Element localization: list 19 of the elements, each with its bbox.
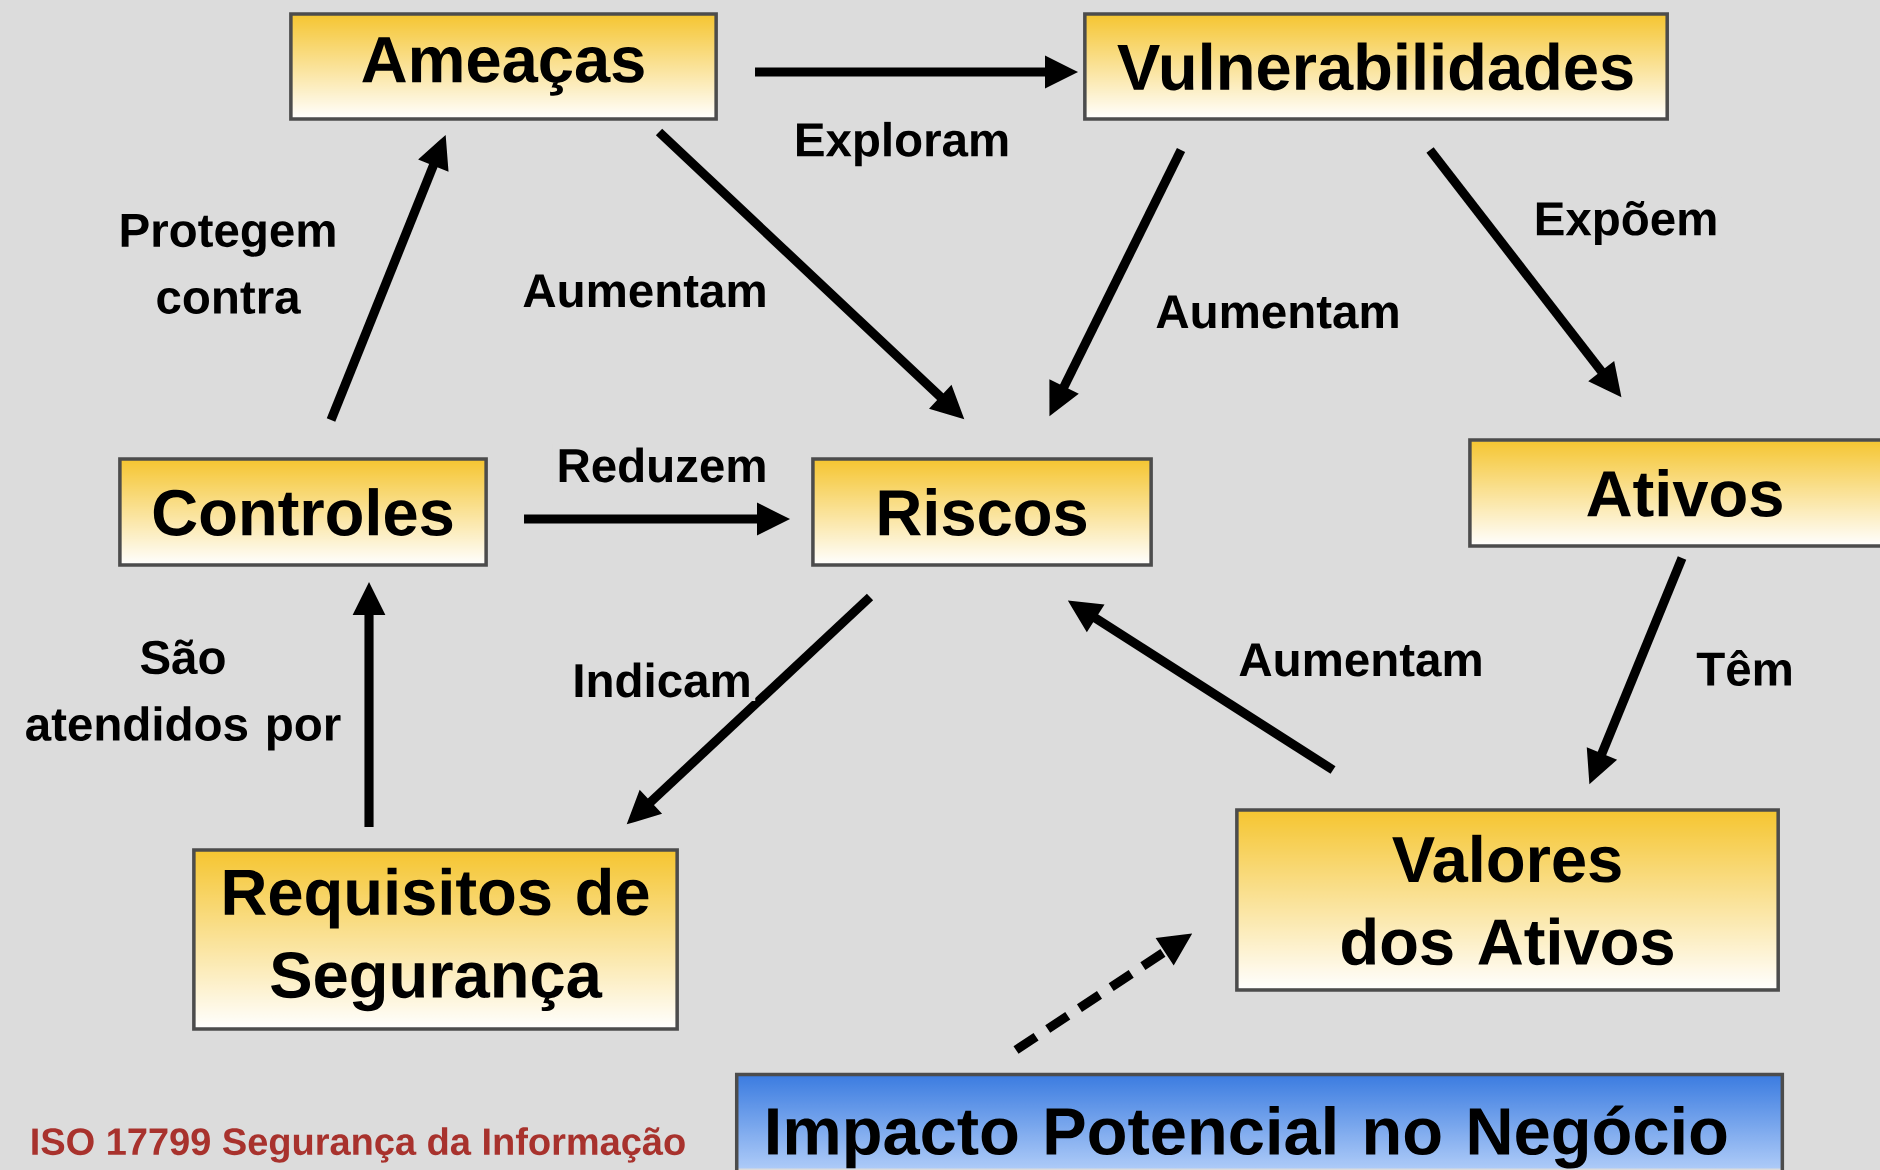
- edge-label: Protegem contra: [109, 210, 347, 318]
- process-box: Valores dos Ativos: [1235, 808, 1780, 992]
- edge-label: Expõem: [1530, 197, 1722, 249]
- process-box: Ativos: [1468, 438, 1880, 548]
- process-box: Riscos: [811, 457, 1153, 567]
- edge-label: São atendidos por: [9, 636, 357, 754]
- footer-text: ISO 17799 Segurança da Informação: [32, 1127, 685, 1163]
- process-box: Controles: [118, 457, 488, 567]
- edge-label: Exploram: [790, 118, 1014, 170]
- process-box: Requisitos de Segurança: [192, 848, 679, 1031]
- edge-label: Aumentam: [1151, 291, 1405, 333]
- process-box: Impacto Potencial no Negócio: [734, 1072, 1785, 1170]
- edge-label: Reduzem: [553, 444, 772, 486]
- edge-label: Indicam: [568, 659, 756, 701]
- process-box: Vulnerabilidades: [1083, 12, 1669, 121]
- edge-label: Têm: [1692, 646, 1798, 690]
- process-box: Ameaças: [289, 12, 718, 121]
- edge-label: Aumentam: [1234, 639, 1488, 681]
- edge-label: Aumentam: [518, 270, 772, 312]
